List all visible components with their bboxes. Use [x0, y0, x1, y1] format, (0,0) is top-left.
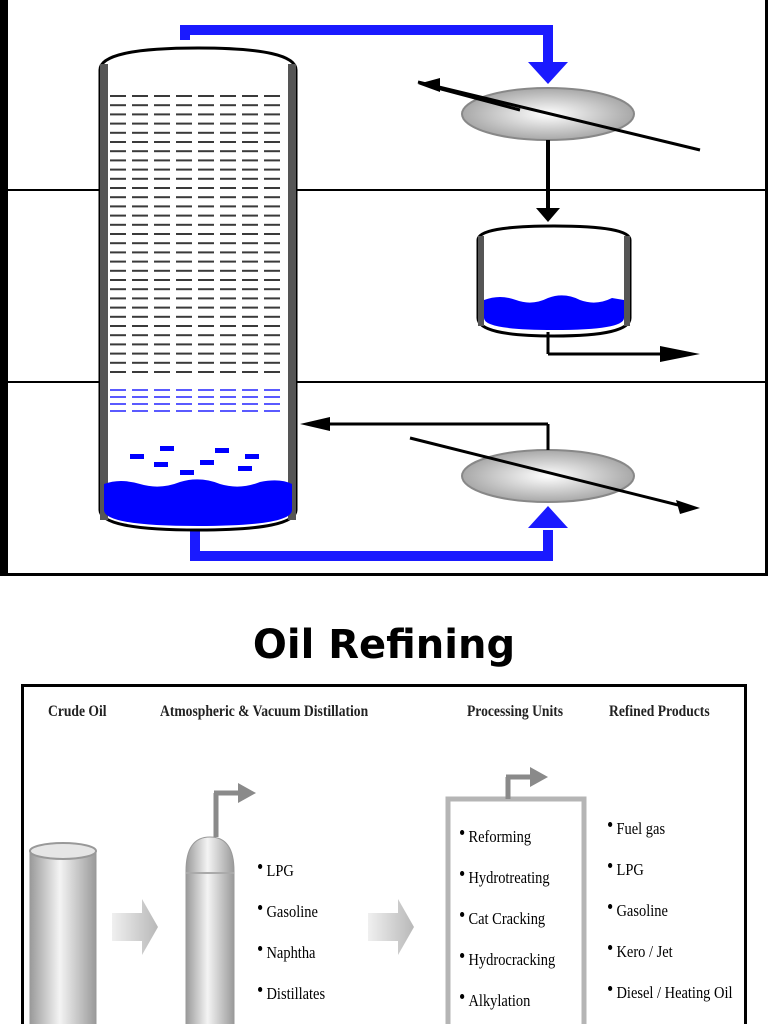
- bottoms-liquid: [104, 479, 292, 526]
- overhead-pipe: [180, 25, 553, 62]
- processing-units-box: [445, 767, 587, 1024]
- distillation-product-item: Naphtha: [258, 943, 325, 963]
- flow-graphics: [29, 767, 587, 1024]
- distillation-schematic: [0, 0, 768, 576]
- header-processing-units: Processing Units: [467, 703, 564, 720]
- processing-unit-item: Hydrotreating: [460, 868, 555, 888]
- distillation-tower: [185, 783, 256, 1024]
- distillate-outlet-arrow: [660, 346, 700, 362]
- crude-oil-tank: [29, 842, 97, 1024]
- distillation-product-item: Gasoline: [258, 902, 325, 922]
- reboiler-pipe: [190, 530, 553, 561]
- reflux-drum-liquid: [484, 295, 624, 330]
- header-distillation: Atmospheric & Vacuum Distillation: [160, 703, 369, 720]
- tower-overhead-arrow: [238, 783, 256, 803]
- refining-flow-panel: Crude Oil Atmospheric & Vacuum Distillat…: [21, 684, 747, 1024]
- coolant-outlet-arrow: [418, 78, 440, 92]
- refined-product-item: Diesel / Heating Oil: [608, 983, 732, 1003]
- refined-product-item: Kero / Jet: [608, 942, 732, 962]
- distillation-product-item: Distillates: [258, 984, 325, 1004]
- column-lower-trays: [110, 389, 280, 412]
- condenser-inlet-arrow: [528, 62, 568, 84]
- processing-unit-item: Reforming: [460, 827, 555, 847]
- header-crude-oil: Crude Oil: [48, 703, 107, 720]
- processing-unit-item: Hydrocracking: [460, 950, 555, 970]
- refined-product-item: LPG: [608, 860, 732, 880]
- processing-unit-item: Cat Cracking: [460, 909, 555, 929]
- page-title: Oil Refining: [252, 622, 516, 668]
- refined-product-item: Fuel gas: [608, 819, 732, 839]
- steam-outlet-arrow: [676, 500, 700, 514]
- header-refined-products: Refined Products: [609, 703, 710, 720]
- processing-outlet-arrow: [530, 767, 548, 787]
- vapor-bubbles: [130, 446, 259, 475]
- refined-product-item: Gasoline: [608, 901, 732, 921]
- reboiler-return-arrow: [300, 417, 330, 431]
- reboiler-outlet-arrow: [528, 506, 568, 528]
- flow-arrow-1: [112, 899, 158, 955]
- processing-unit-item: Alkylation: [460, 991, 555, 1011]
- column-trays: [110, 95, 280, 373]
- distillation-product-item: LPG: [258, 861, 325, 881]
- flow-arrow-2: [368, 899, 414, 955]
